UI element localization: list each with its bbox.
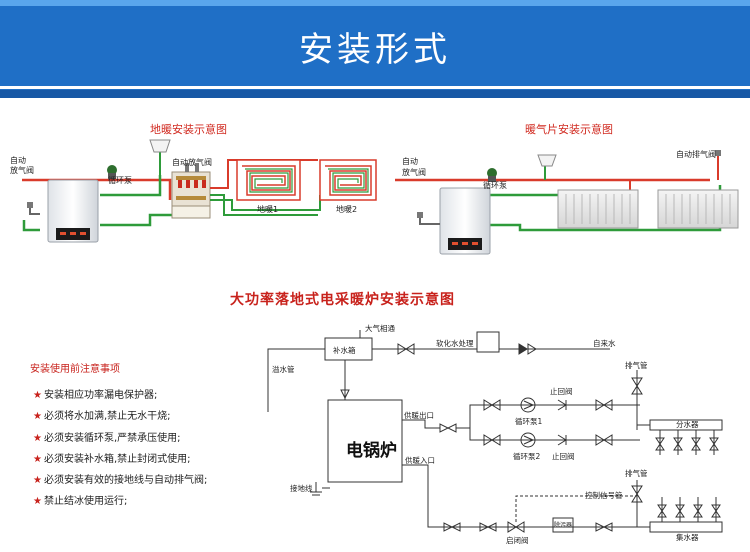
star-icon: ★	[33, 411, 42, 422]
pump2-label: 循环泵2	[513, 452, 541, 461]
softening-label: 软化水处理	[436, 339, 474, 348]
tap-water-label: 自来水	[593, 339, 616, 348]
note-item: ★必须将水加满,禁止无水干烧;	[33, 411, 171, 422]
vent-pipe-mid-label: 排气管	[625, 469, 648, 478]
system-title: 大功率落地式电采暖炉安装示意图	[230, 292, 455, 308]
radiator-auto-vent-right-label: 自动排气阀	[676, 150, 716, 159]
star-icon: ★	[33, 475, 42, 486]
filter-label: 除污器	[554, 522, 573, 529]
overflow-label: 溢水管	[272, 365, 295, 374]
banner-bottom-band	[0, 90, 750, 98]
radiator-diagram	[395, 150, 739, 255]
floor-heating-loop1-label: 地暖1	[257, 205, 279, 214]
banner-top-stripe	[0, 0, 750, 6]
note-item: ★禁止结冰使用运行;	[33, 496, 128, 507]
return-manifold-label: 集水器	[676, 533, 699, 542]
floor-heating-auto-vent-label-2: 放气阀	[10, 166, 34, 175]
floor-heating-auto-vent-label-1: 自动	[10, 156, 26, 165]
supply-manifold-label: 分水器	[676, 420, 699, 429]
radiator-auto-vent-label-1: 自动	[402, 157, 418, 166]
radiator-caption: 暖气片安装示意图	[525, 123, 613, 136]
star-icon: ★	[33, 496, 42, 507]
check-valve-top-label: 止回阀	[550, 387, 573, 396]
note-item: ★必须安装补水箱,禁止封闭式使用;	[33, 454, 191, 465]
vent-pipe-top-label: 排气管	[625, 361, 648, 370]
makeup-tank-label: 补水箱	[333, 346, 356, 355]
control-signal-label: 控制信号管	[585, 491, 623, 500]
pump1-label: 循环泵1	[515, 417, 543, 426]
notes-title: 安装使用前注意事项	[30, 364, 120, 375]
note-item: ★必须安装循环泵,严禁承压使用;	[33, 433, 181, 444]
system-schematic	[267, 330, 723, 533]
floor-heating-pump-label: 循环泵	[108, 176, 132, 185]
radiator-pump-label: 循环泵	[483, 181, 507, 190]
ground-label: 接地线	[290, 484, 313, 493]
boiler-label: 电锅炉	[346, 441, 397, 461]
radiator-auto-vent-label-2: 放气阀	[402, 168, 426, 177]
star-icon: ★	[33, 433, 42, 444]
star-icon: ★	[33, 390, 42, 401]
floor-heating-manifold-vent-label: 自动放气阀	[172, 158, 212, 167]
heat-outlet-label: 供暖出口	[404, 411, 434, 420]
check-valve-bottom-label: 止回阀	[552, 452, 575, 461]
floor-heating-loop2-label: 地暖2	[336, 205, 358, 214]
banner-divider	[0, 86, 750, 89]
atmosphere-label: 大气相通	[365, 324, 395, 333]
note-item: ★必须安装有效的接地线与自动排气阀;	[33, 475, 208, 486]
star-icon: ★	[33, 454, 42, 465]
floor-heating-diagram	[22, 139, 377, 243]
header-banner	[0, 0, 750, 98]
page-title: 安装形式	[299, 30, 451, 70]
start-valve-label: 启闭阀	[506, 536, 529, 545]
heat-inlet-label: 供暖入口	[405, 456, 435, 465]
note-item: ★安装相应功率漏电保护器;	[33, 390, 158, 401]
floor-heating-caption: 地暖安装示意图	[150, 123, 227, 136]
